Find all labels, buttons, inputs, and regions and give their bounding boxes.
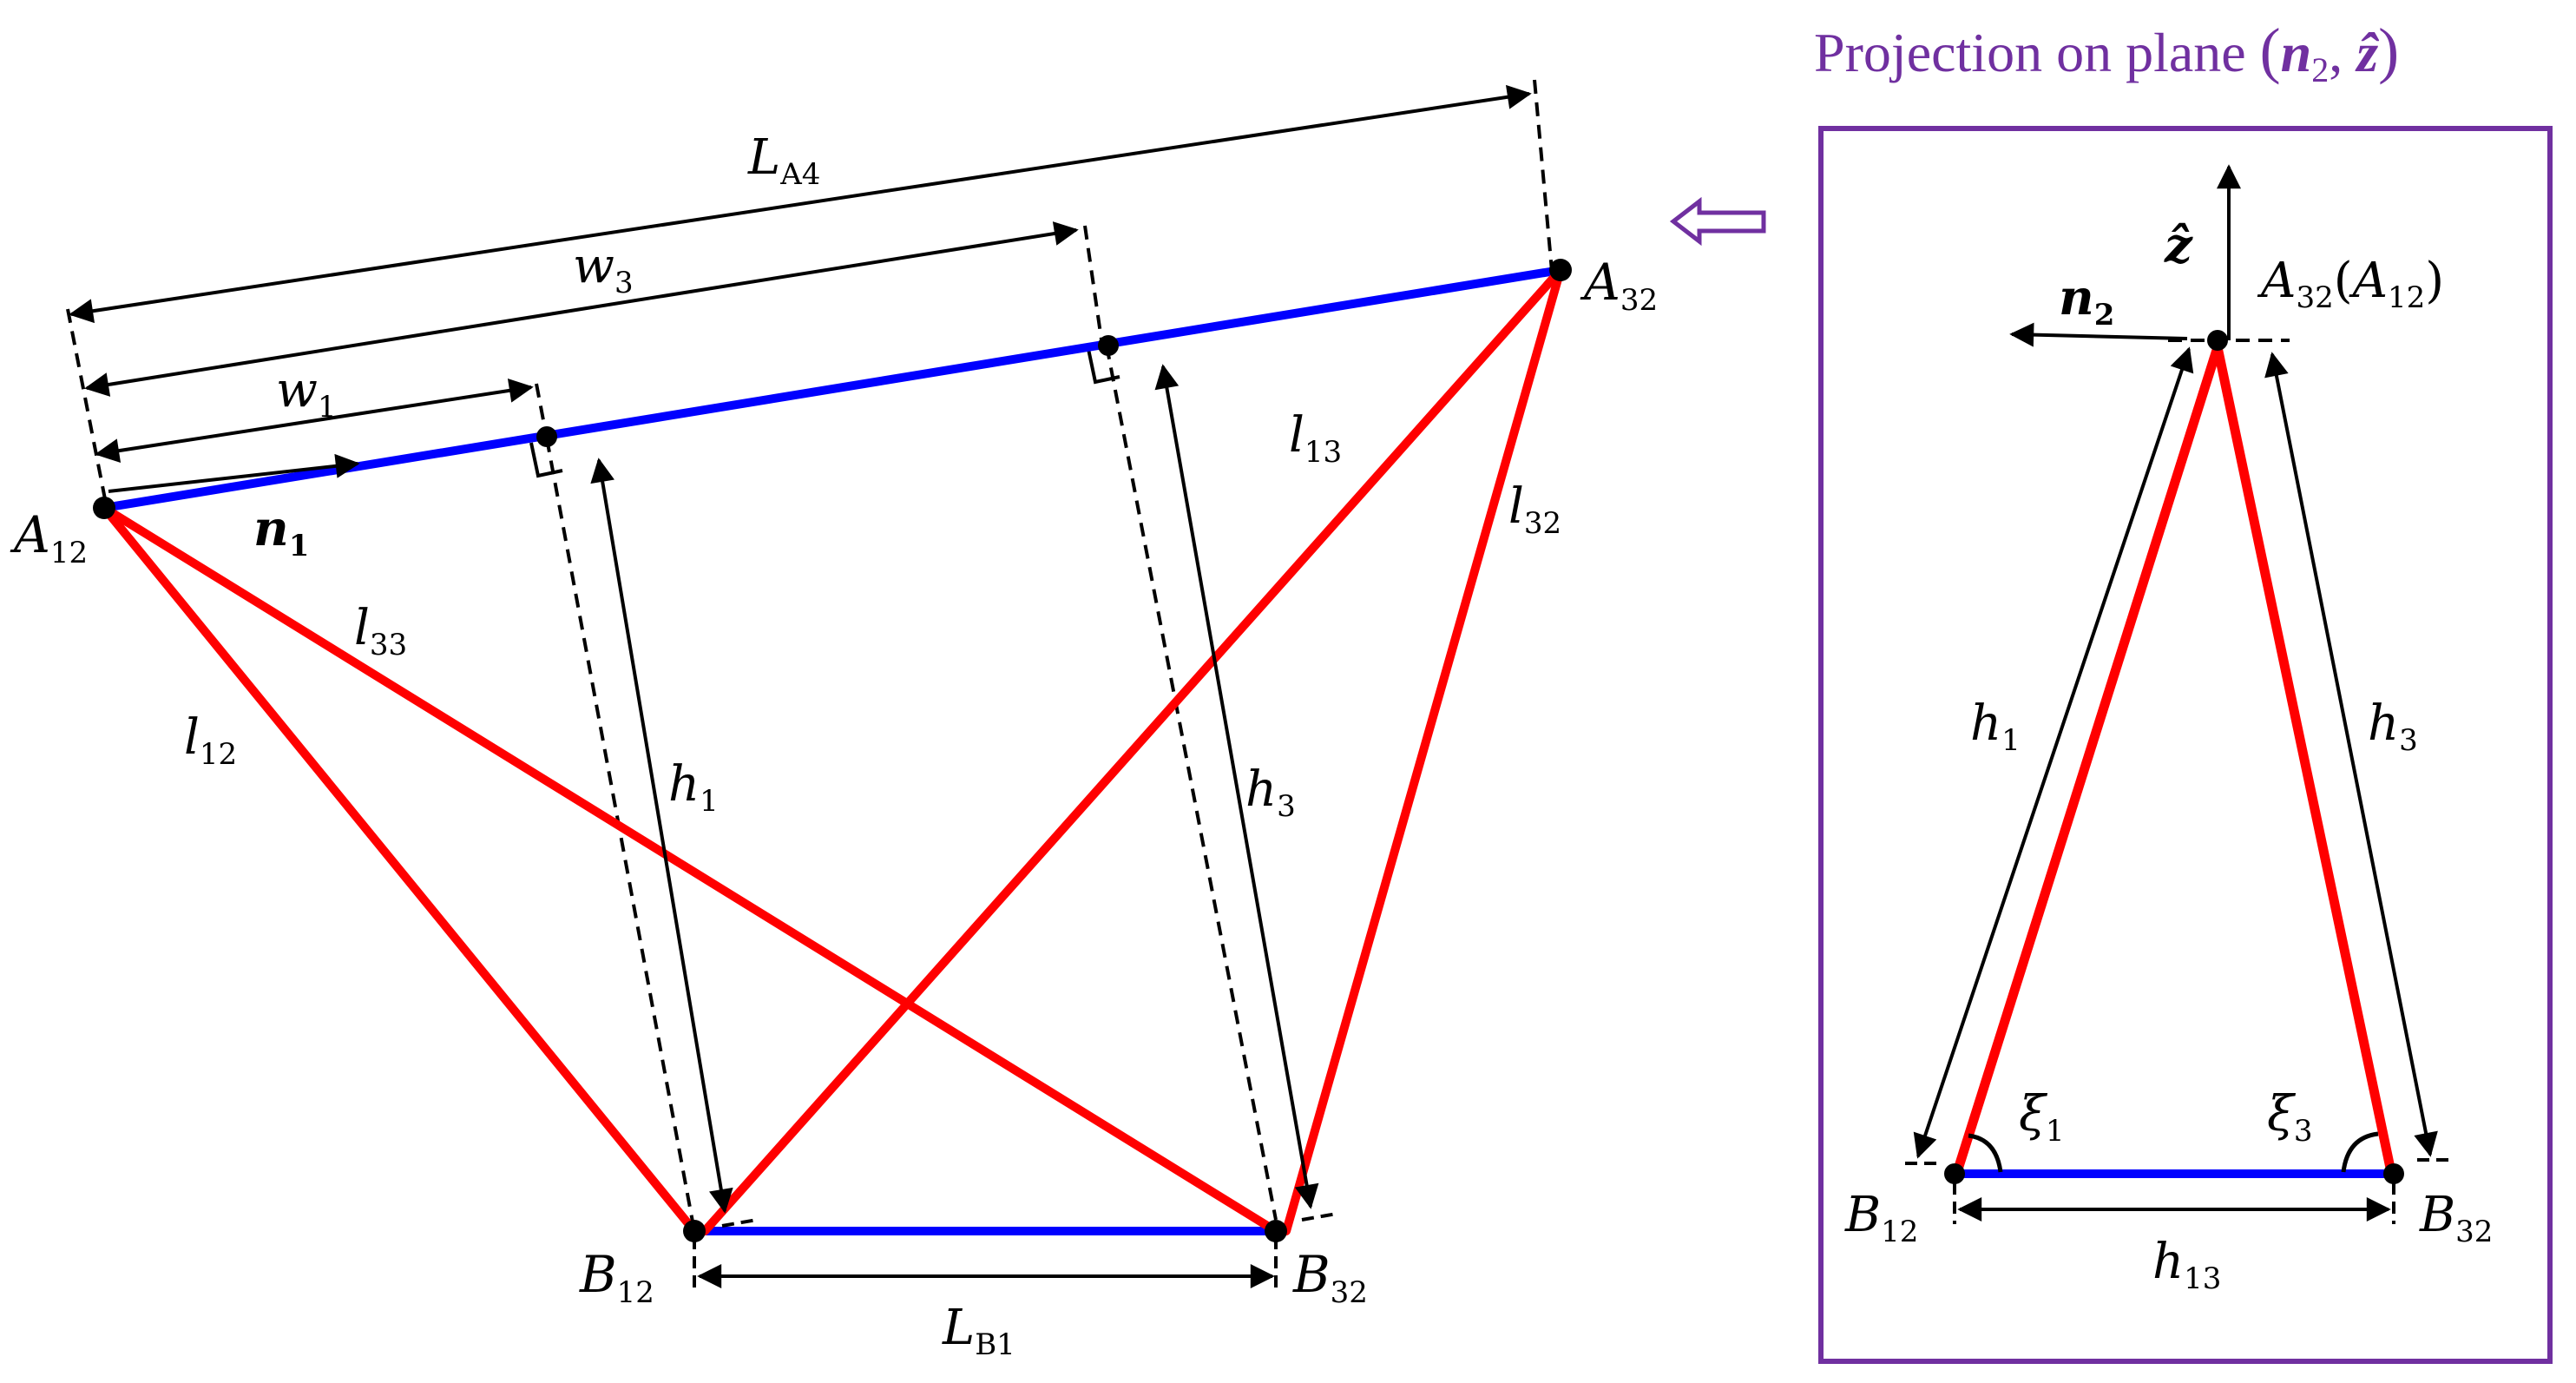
- joint-w3-foot: [1098, 335, 1119, 356]
- label-apex: A32(A12): [2257, 253, 2444, 315]
- label-a12: A12: [10, 505, 88, 570]
- proj-b32-dot: [2383, 1163, 2404, 1184]
- ext-w3-end: [1083, 225, 1104, 346]
- label-z-hat: ẑ: [2164, 217, 2193, 274]
- joint-b12: [683, 1220, 706, 1242]
- projection-frame: [1818, 126, 2553, 1364]
- label-l32: l32: [1508, 478, 1561, 541]
- label-xi3: ξ3: [2267, 1086, 2312, 1149]
- joint-w1-foot: [536, 426, 557, 447]
- right-angle-h3: [1087, 348, 1120, 385]
- tick-marks: [693, 1212, 1337, 1294]
- proj-strut-right: [2212, 346, 2396, 1174]
- n2-axis-arrow: [2009, 322, 2188, 347]
- label-h3: h3: [1245, 761, 1296, 824]
- angle-xi3-arc: [2341, 1131, 2379, 1173]
- joint-a32: [1549, 259, 1572, 281]
- h3-projector: [1105, 345, 1278, 1221]
- strut-l32: [1282, 266, 1565, 1235]
- label-n1: n1: [253, 500, 309, 563]
- label-proj-b12: B12: [1844, 1187, 1918, 1249]
- projection-title: Projection on plane (n2, ẑ): [1814, 16, 2399, 89]
- label-w1: w1: [276, 362, 337, 425]
- label-proj-h1: h1: [1970, 695, 2021, 758]
- proj-apex-dot: [2207, 330, 2228, 351]
- ext-a32-outer: [1533, 79, 1554, 272]
- title-open-paren: (: [2260, 16, 2281, 85]
- dim-w3-arrow: [84, 221, 1079, 397]
- angle-xi1-arc: [1968, 1133, 2003, 1173]
- hollow-left-arrow-icon: [1669, 196, 1766, 247]
- label-lb1: LB1: [942, 1300, 1015, 1362]
- label-proj-b32: B32: [2419, 1187, 2493, 1249]
- label-h13: h13: [2152, 1234, 2221, 1296]
- label-a32: A32: [1580, 253, 1658, 318]
- top-edge-a12-a32: [103, 266, 1561, 512]
- label-proj-h3: h3: [2368, 695, 2418, 758]
- tick-b12-h1: [721, 1218, 758, 1228]
- ext-a12-outer: [66, 308, 108, 504]
- label-l12: l12: [184, 709, 237, 772]
- label-l33: l33: [354, 600, 407, 662]
- h1-projector: [545, 438, 696, 1232]
- label-xi1: ξ1: [2019, 1086, 2064, 1149]
- main-diagram: A12 A32 B12 B32 LA4 w3 w1 LB1 h1 h3 l12 …: [10, 79, 1658, 1362]
- label-h1: h1: [668, 756, 719, 819]
- proj-h1-arrow: [1913, 346, 2194, 1159]
- strut-l12: [100, 504, 699, 1235]
- joint-a12: [93, 497, 115, 519]
- extension-lines: [66, 79, 1554, 1232]
- proj-strut-left: [1952, 346, 2223, 1174]
- label-la4: LA4: [747, 129, 820, 192]
- label-l13: l13: [1289, 407, 1342, 470]
- label-n2: n2: [2059, 269, 2114, 333]
- label-b12: B12: [579, 1245, 654, 1310]
- proj-h3-arrow: [2264, 352, 2438, 1157]
- joint-b32: [1265, 1220, 1287, 1242]
- proj-ticks: [1905, 1158, 2449, 1224]
- label-w3: w3: [573, 238, 634, 300]
- label-b32: B32: [1292, 1245, 1368, 1310]
- dimension-arrows: [69, 84, 1532, 1288]
- strut-l33: [100, 504, 1280, 1235]
- tick-b32-h3: [1301, 1212, 1337, 1222]
- joints: [93, 259, 1572, 1242]
- dim-w1-arrow: [95, 378, 534, 464]
- title-close-paren: ): [2378, 16, 2399, 85]
- strut-l13: [700, 266, 1565, 1235]
- vector-n1-arrow: [108, 453, 360, 493]
- dim-la4-arrow: [69, 84, 1532, 324]
- dim-h3-arrow: [1154, 364, 1319, 1209]
- dim-h1-arrow: [590, 458, 733, 1214]
- proj-b12-dot: [1944, 1163, 1965, 1184]
- projection-panel: Projection on plane (n2, ẑ) ẑ n2 A32(: [1814, 16, 2553, 1364]
